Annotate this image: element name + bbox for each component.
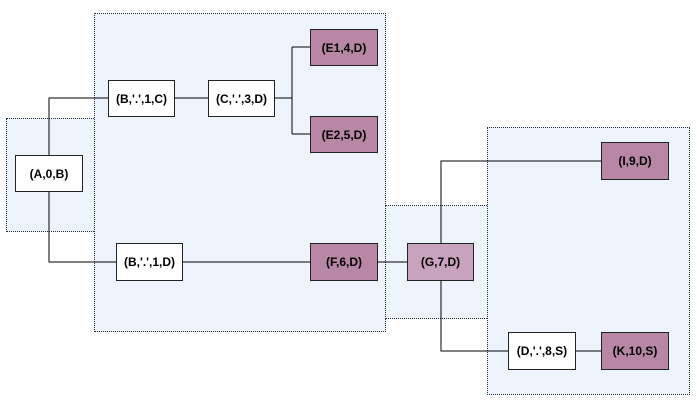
node-d: (D,'.',8,S) (508, 332, 576, 370)
edge-c-e1-e2 (275, 46, 310, 135)
edge-g-d (440, 281, 508, 352)
node-f: (F,6,D) (310, 243, 378, 281)
node-b1: (B,'.',1,C) (108, 80, 175, 117)
node-c: (C,'.',3,D) (208, 80, 275, 117)
edge-a-b2 (48, 192, 116, 263)
edge-g-i (440, 160, 601, 243)
node-b2: (B,'.',1,D) (116, 243, 183, 281)
node-g: (G,7,D) (407, 243, 474, 281)
node-a: (A,0,B) (15, 155, 83, 192)
node-k: (K,10,S) (601, 332, 669, 370)
node-e2: (E2,5,D) (310, 116, 378, 153)
node-e1: (E1,4,D) (310, 29, 378, 66)
edge-a-b1 (48, 97, 108, 155)
node-i: (I,9,D) (601, 142, 669, 180)
